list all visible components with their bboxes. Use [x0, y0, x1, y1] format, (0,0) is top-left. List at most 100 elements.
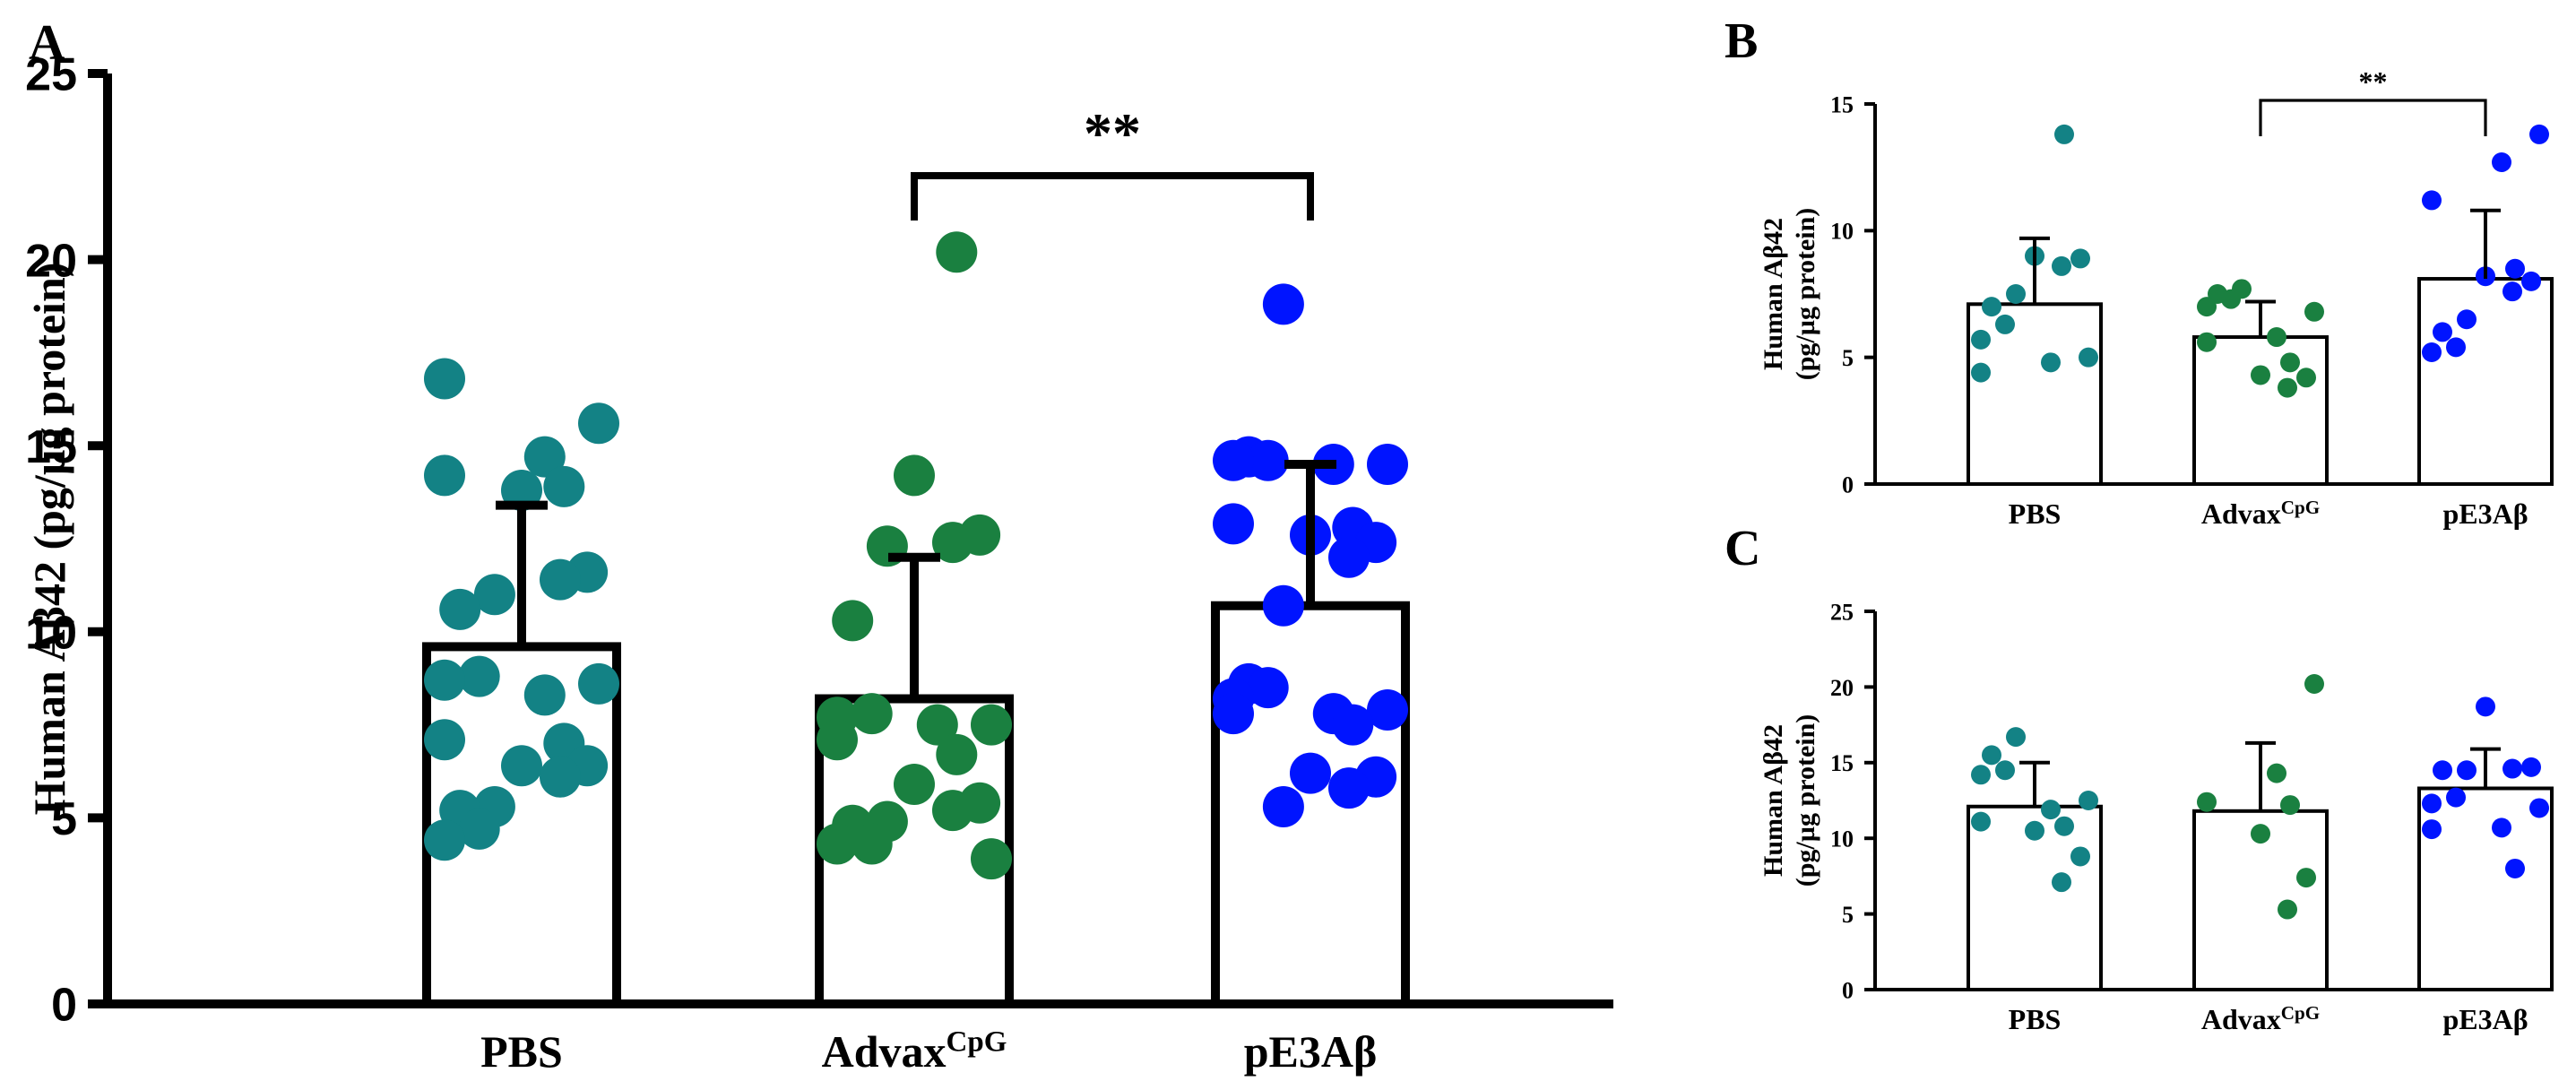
data-point-b-pe3ab [2529, 124, 2549, 144]
data-point-c-pbs [1971, 811, 1991, 832]
y-tick-label-c: 25 [1830, 599, 1854, 625]
y-axis-label-b-line-2: (pg/µg protein) [1791, 208, 1820, 381]
significance-label-a: ** [1084, 101, 1141, 165]
data-point-c-advaxcpg [2197, 792, 2217, 812]
data-point-c-pbs [1982, 745, 2001, 766]
data-point-c-pe3ab [2529, 798, 2549, 818]
data-point-c-pe3ab [2476, 696, 2495, 717]
data-point-b-pe3ab [2503, 281, 2522, 302]
x-category-label-c-pe3ab: pE3Aβ [2442, 1003, 2528, 1035]
data-point-a-pe3ab [1332, 704, 1374, 746]
data-point-a-pbs [424, 819, 465, 861]
significance-bracket-a [911, 172, 1314, 221]
x-category-sup-a-advaxcpg: CpG [947, 1026, 1007, 1059]
data-point-c-pbs [2052, 872, 2071, 893]
y-tick-label-c: 0 [1842, 977, 1854, 1003]
data-point-b-advaxcpg [2251, 365, 2270, 385]
y-tick-label-c: 20 [1830, 675, 1854, 701]
y-axis-label-c-line-2: (pg/µg protein) [1791, 714, 1820, 887]
data-point-a-pe3ab [1262, 283, 1304, 325]
x-category-base-a-pbs: PBS [480, 1026, 563, 1077]
data-point-a-pbs [523, 436, 566, 478]
data-point-b-pe3ab [2457, 309, 2477, 330]
bar-b-pbs [1967, 302, 2103, 486]
x-category-label-a-pe3ab: pE3Aβ [1244, 1026, 1378, 1077]
x-category-base-a-pe3ab: pE3Aβ [1244, 1026, 1378, 1077]
data-point-b-advaxcpg [2267, 327, 2286, 348]
y-axis-label-b-line-1: Human Aβ42 [1759, 218, 1788, 370]
y-tick-label-a: 25 [25, 49, 77, 101]
data-point-a-pe3ab [1262, 584, 1304, 627]
data-point-a-pe3ab [1328, 767, 1370, 809]
data-point-c-pe3ab [2422, 793, 2442, 814]
y-tick-label-b: 15 [1830, 91, 1854, 117]
data-point-a-pbs [424, 358, 465, 400]
y-tick-label-c: 10 [1830, 826, 1854, 852]
data-point-a-advaxcpg [894, 454, 935, 497]
data-point-a-pbs [501, 745, 542, 787]
data-point-b-advaxcpg [2304, 301, 2324, 322]
data-point-b-pbs [1971, 362, 1991, 383]
data-point-a-pbs [501, 470, 542, 512]
data-point-c-pbs [2025, 820, 2044, 841]
data-point-b-advaxcpg [2221, 289, 2241, 309]
data-point-a-pbs [540, 756, 581, 798]
data-point-c-pbs [1971, 765, 1991, 785]
data-point-a-pbs [424, 454, 465, 497]
data-point-c-advaxcpg [2280, 795, 2300, 816]
data-point-c-advaxcpg [2296, 868, 2316, 888]
x-category-base-c-advaxcpg: Advax [2201, 1003, 2281, 1035]
data-point-a-pe3ab [1328, 536, 1370, 578]
y-tick-label-b: 10 [1830, 219, 1854, 245]
data-point-a-advaxcpg [936, 733, 978, 775]
data-point-a-advaxcpg [832, 600, 874, 642]
data-point-a-pbs [458, 808, 500, 850]
y-tick-label-c: 5 [1842, 902, 1854, 928]
data-point-a-advaxcpg [936, 231, 978, 273]
y-tick-label-c: 15 [1830, 750, 1854, 776]
data-point-b-pbs [1982, 297, 2001, 317]
data-point-b-pbs [2006, 284, 2026, 304]
panel-label-b: B [1725, 13, 1758, 69]
data-point-c-pe3ab [2492, 818, 2511, 838]
significance-bracket-b [2259, 99, 2487, 136]
data-point-c-pe3ab [2505, 858, 2525, 878]
data-point-b-pbs [1995, 314, 2015, 334]
bar-b-pe3ab [2417, 277, 2554, 487]
data-point-a-pe3ab [1247, 667, 1289, 709]
significance-label-b: ** [2359, 65, 2388, 98]
x-category-label-c-pbs: PBS [2009, 1003, 2062, 1035]
data-point-b-pe3ab [2505, 258, 2525, 279]
data-point-a-advaxcpg [916, 704, 958, 746]
x-category-base-c-pe3ab: pE3Aβ [2442, 1003, 2528, 1035]
data-point-b-pe3ab [2521, 271, 2541, 291]
panel-label-c: C [1725, 521, 1760, 576]
data-point-b-advaxcpg [2280, 352, 2300, 373]
data-point-c-pe3ab [2446, 787, 2466, 808]
data-point-b-pe3ab [2422, 342, 2442, 363]
data-point-a-pe3ab [1367, 443, 1408, 485]
y-tick-label-a: 10 [25, 608, 77, 660]
y-tick-label-b: 0 [1842, 471, 1854, 497]
y-tick-label-a: 5 [51, 793, 77, 845]
data-point-a-pbs [523, 674, 566, 716]
data-point-a-pe3ab [1213, 693, 1254, 735]
data-point-b-pe3ab [2492, 152, 2511, 173]
y-axis-label-c-line-1: Human Aβ42 [1759, 724, 1788, 877]
data-point-b-pbs [2041, 352, 2061, 373]
data-point-a-advaxcpg [851, 823, 893, 865]
x-category-label-c-advaxcpg: AdvaxCpG [2201, 1002, 2320, 1035]
data-point-b-advaxcpg [2278, 377, 2297, 398]
data-point-c-pe3ab [2457, 760, 2477, 781]
data-point-a-advaxcpg [817, 719, 858, 761]
data-point-a-pbs [543, 465, 585, 507]
data-point-b-advaxcpg [2197, 297, 2217, 317]
data-point-b-pbs [2070, 248, 2090, 269]
data-point-c-pe3ab [2521, 757, 2541, 777]
data-point-c-advaxcpg [2304, 674, 2324, 695]
data-point-c-pe3ab [2433, 760, 2452, 781]
panel-label-a: A [29, 15, 65, 71]
